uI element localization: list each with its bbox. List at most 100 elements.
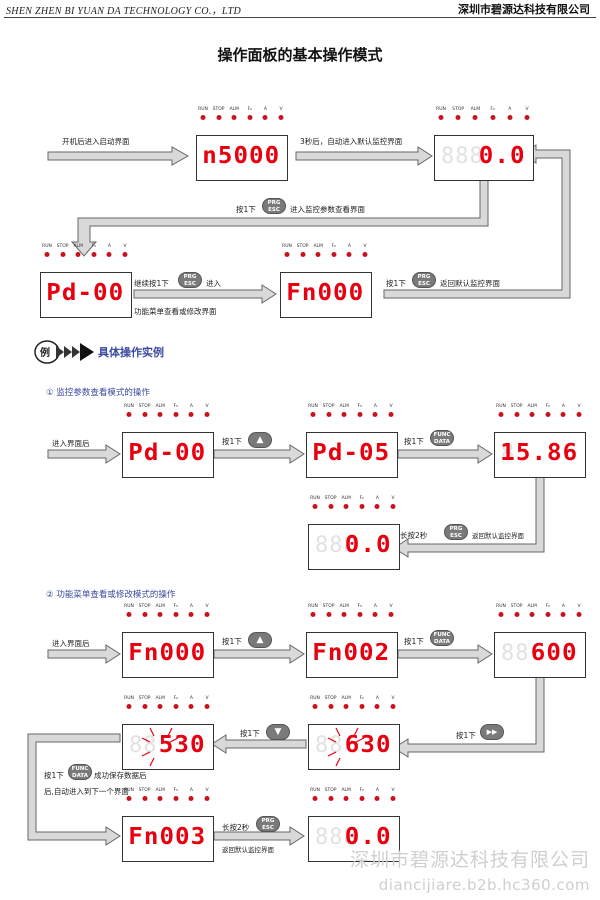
press-prg-text: 按1下 [236, 205, 256, 214]
led-indicator-icon [390, 504, 396, 509]
led-indicator-icon [204, 412, 210, 417]
led-indicator-icon [374, 796, 380, 801]
watermark-company: 深圳市碧源达科技有限公司 [349, 849, 590, 871]
led-label: ALM [229, 107, 239, 112]
led-indicator-icon [188, 704, 194, 709]
display-value: 15.86 [500, 440, 578, 466]
led-label: ALM [339, 404, 349, 409]
led-label: V [363, 244, 367, 249]
led-indicator-icon [388, 612, 394, 617]
led-indicator-icon [312, 796, 318, 801]
led-label: ALM [341, 496, 351, 501]
led-label: ALM [341, 696, 351, 701]
led-label: ALM [470, 107, 481, 112]
led-indicator-icon [529, 612, 535, 617]
led-indicator-icon [284, 252, 290, 257]
led-indicator-icon [438, 115, 444, 120]
led-indicator-icon [388, 412, 394, 417]
led-indicator-icon [91, 252, 97, 257]
after-3s-text: 3秒后，自动进入默认监控界面 [300, 137, 403, 146]
led-label: F₀ [331, 244, 336, 249]
display-value: 0.0 [479, 143, 526, 169]
back-tail: 返回默认监控界面 [440, 279, 500, 288]
led-indicator-icon [374, 704, 380, 709]
led-indicator-icon [560, 612, 566, 617]
led-indicator-icon [312, 704, 318, 709]
section2-title: ② 功能菜单查看或修改模式的操作 [46, 590, 176, 600]
led-label: ALM [527, 604, 537, 609]
led-indicator-icon [545, 612, 551, 617]
s2-save-line1b: 成功保存数据后 [94, 771, 147, 780]
led-label: RUN [310, 496, 320, 501]
led-label: A [189, 788, 193, 793]
led-indicator-icon [200, 115, 206, 120]
led-indicator-icon [310, 612, 316, 617]
arrow-s2-e-f [27, 733, 121, 846]
led-indicator-icon [576, 612, 582, 617]
led-label: A [263, 107, 267, 112]
led-indicator-icon [357, 412, 363, 417]
display-ghost: 88 [129, 733, 158, 758]
led-indicator-icon [341, 412, 347, 417]
led-indicator-icon [341, 612, 347, 617]
display-ghost: 888 [315, 533, 358, 558]
led-label: F₀ [357, 604, 362, 609]
led-indicator-icon [142, 796, 148, 801]
led-label: STOP [452, 107, 465, 112]
led-label: A [375, 788, 379, 793]
led-indicator-icon [326, 612, 332, 617]
led-label: ALM [155, 604, 165, 609]
led-label: A [561, 404, 565, 409]
led-label: V [279, 107, 283, 112]
display-value: 0.0 [345, 532, 392, 558]
s2-return-text: 返回默认监控界面 [222, 846, 274, 854]
s2-press-func-text: 按1下 [404, 637, 424, 646]
led-label: A [189, 604, 193, 609]
s1-return-text: 返回默认监控界面 [472, 532, 524, 540]
arrow-s2-d-e [211, 734, 307, 754]
led-indicator-icon [173, 412, 179, 417]
arrow-boot [47, 146, 190, 166]
s2-press-down-text: 按1下 [240, 729, 260, 738]
led-label: F₀ [359, 496, 364, 501]
led-label: V [525, 107, 529, 112]
led-indicator-icon [326, 412, 332, 417]
led-label: ALM [73, 244, 83, 249]
led-indicator-icon [300, 252, 306, 257]
press-prg-tail: 进入监控参数查看界面 [290, 205, 365, 214]
arrow-s2-b-c [397, 644, 493, 664]
led-indicator-icon [372, 412, 378, 417]
led-indicator-icon [312, 504, 318, 509]
led-label: STOP [324, 696, 337, 701]
led-label: V [205, 788, 209, 793]
led-indicator-icon [372, 612, 378, 617]
s1-press-func-text: 按1下 [404, 437, 424, 446]
display-value: 0.0 [345, 824, 392, 850]
led-label: STOP [510, 604, 523, 609]
led-label: F₀ [247, 107, 252, 112]
page-title: 操作面板的基本操作模式 [217, 46, 383, 64]
led-label: A [375, 696, 379, 701]
led-label: A [375, 496, 379, 501]
led-label: RUN [436, 107, 446, 112]
led-indicator-icon [173, 612, 179, 617]
led-label: V [205, 696, 209, 701]
display-value: 630 [345, 732, 392, 758]
display-value: Fn000 [286, 280, 364, 306]
led-indicator-icon [315, 252, 321, 257]
led-label: V [123, 244, 127, 249]
led-indicator-icon [310, 412, 316, 417]
display-value: n5000 [202, 143, 280, 169]
s2-save-line1a: 按1下 [44, 771, 64, 780]
up-key: ▲ [248, 632, 272, 648]
back-press: 按1下 [386, 279, 406, 288]
